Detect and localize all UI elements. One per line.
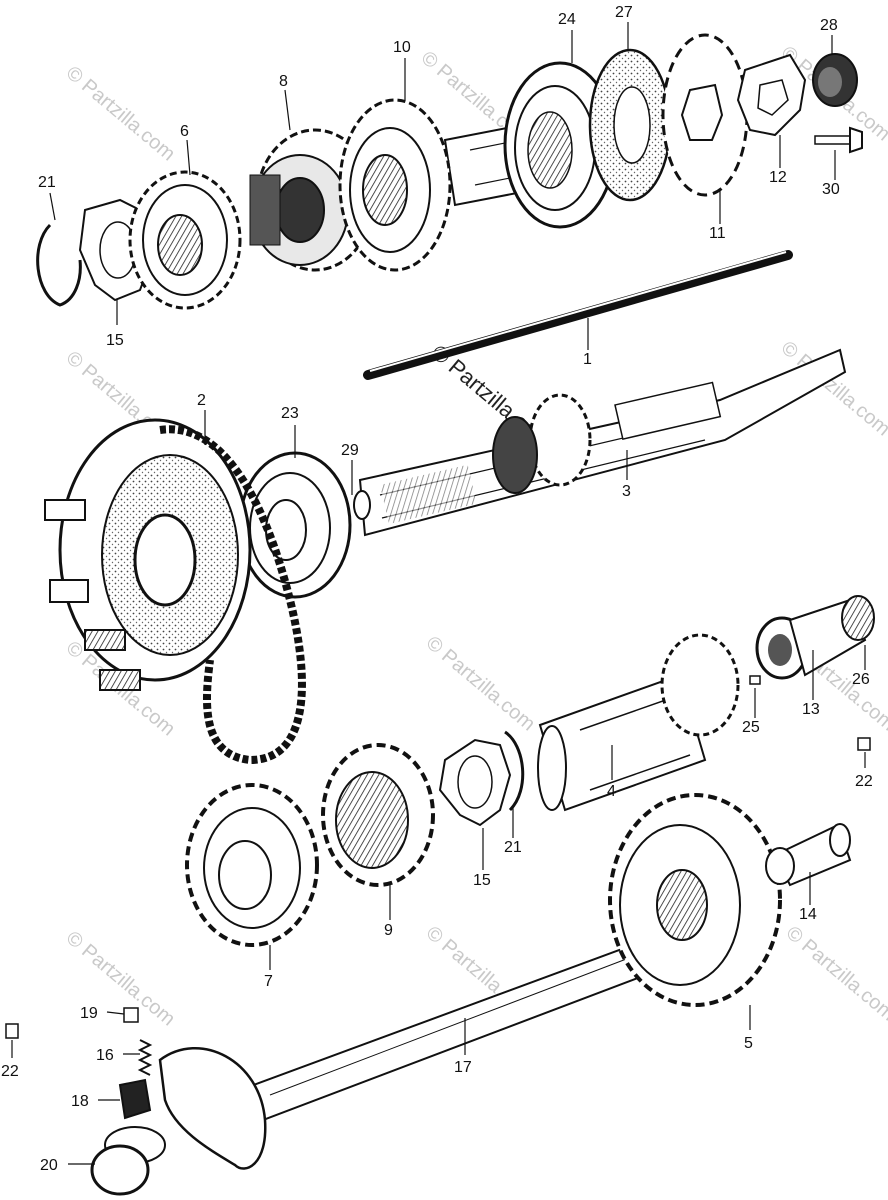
watermark: © Partzilla.com xyxy=(62,62,179,165)
callout-23: 23 xyxy=(281,405,299,422)
callout-25: 25 xyxy=(742,719,760,736)
primary-chain xyxy=(159,425,306,765)
callout-29: 29 xyxy=(341,442,359,459)
callout-8: 8 xyxy=(279,73,288,90)
callout-18: 18 xyxy=(71,1093,89,1110)
kickstart-assembly xyxy=(5,793,852,1196)
countershaft-assembly xyxy=(36,33,863,310)
callout-21: 21 xyxy=(504,839,522,856)
callout-9: 9 xyxy=(384,922,393,939)
callout-13: 13 xyxy=(802,701,820,718)
callouts: 1 2 3 4 5 6 7 8 9 10 11 12 13 14 15 15 1… xyxy=(1,4,873,1174)
gear-7 xyxy=(185,783,319,947)
cap-28 xyxy=(812,53,858,107)
drive-sprocket-11 xyxy=(661,33,749,197)
callout-12: 12 xyxy=(769,169,787,186)
callout-3: 3 xyxy=(622,483,631,500)
pin-25 xyxy=(749,675,761,685)
callout-16: 16 xyxy=(96,1047,114,1064)
kickstart-gear-5 xyxy=(608,793,782,1007)
mainshaft-clutch-assembly xyxy=(44,348,847,765)
clutch-outer-2 xyxy=(44,418,252,691)
bushing-13 xyxy=(755,595,875,680)
circlip xyxy=(36,223,82,307)
gear-6 xyxy=(128,170,242,310)
kickstart-cam xyxy=(158,1047,267,1170)
callout-27: 27 xyxy=(615,4,633,21)
callout-15: 15 xyxy=(106,332,124,349)
callout-21: 21 xyxy=(38,174,56,191)
collar-29 xyxy=(353,490,371,520)
cap-20 xyxy=(90,1126,166,1196)
callout-14: 14 xyxy=(799,906,817,923)
callout-19: 19 xyxy=(80,1005,98,1022)
callout-1: 1 xyxy=(583,351,592,368)
gear-10 xyxy=(338,98,452,272)
callout-15: 15 xyxy=(473,872,491,889)
stopper-19 xyxy=(123,1007,139,1023)
spring-16 xyxy=(137,1039,153,1076)
callout-22: 22 xyxy=(855,773,873,790)
watermark: © Partzilla.com xyxy=(782,922,888,1025)
callout-17: 17 xyxy=(454,1059,472,1076)
gear-on-sleeve xyxy=(660,633,740,737)
callout-28: 28 xyxy=(820,17,838,34)
shaft-gear xyxy=(528,393,592,487)
callout-4: 4 xyxy=(607,783,616,800)
bushing-14 xyxy=(765,823,852,887)
callout-24: 24 xyxy=(558,11,576,28)
watermark: © Partzilla.com xyxy=(422,632,539,735)
callout-11: 11 xyxy=(709,225,726,242)
callout-22: 22 xyxy=(1,1063,19,1080)
callout-10: 10 xyxy=(393,39,411,56)
callout-30: 30 xyxy=(822,181,840,198)
callout-2: 2 xyxy=(197,392,206,409)
oil-seal-27 xyxy=(588,48,672,202)
dowel-22 xyxy=(857,737,871,751)
gear-9 xyxy=(321,743,435,887)
washer-clip-middle xyxy=(438,730,525,827)
dowel-22-left xyxy=(5,1023,19,1039)
bearing-24 xyxy=(503,61,617,229)
leader-lines xyxy=(11,22,866,1165)
callout-20: 20 xyxy=(40,1157,58,1174)
bearing-23 xyxy=(238,451,352,599)
pawl-18 xyxy=(118,1078,152,1120)
callout-26: 26 xyxy=(852,671,870,688)
push-rod-1 xyxy=(363,250,793,380)
callout-5: 5 xyxy=(744,1035,753,1052)
sleeve-assembly xyxy=(537,595,875,812)
callout-6: 6 xyxy=(180,123,189,140)
lock-plate-12 xyxy=(736,53,807,137)
bolt-30 xyxy=(814,126,863,154)
callout-7: 7 xyxy=(264,973,273,990)
